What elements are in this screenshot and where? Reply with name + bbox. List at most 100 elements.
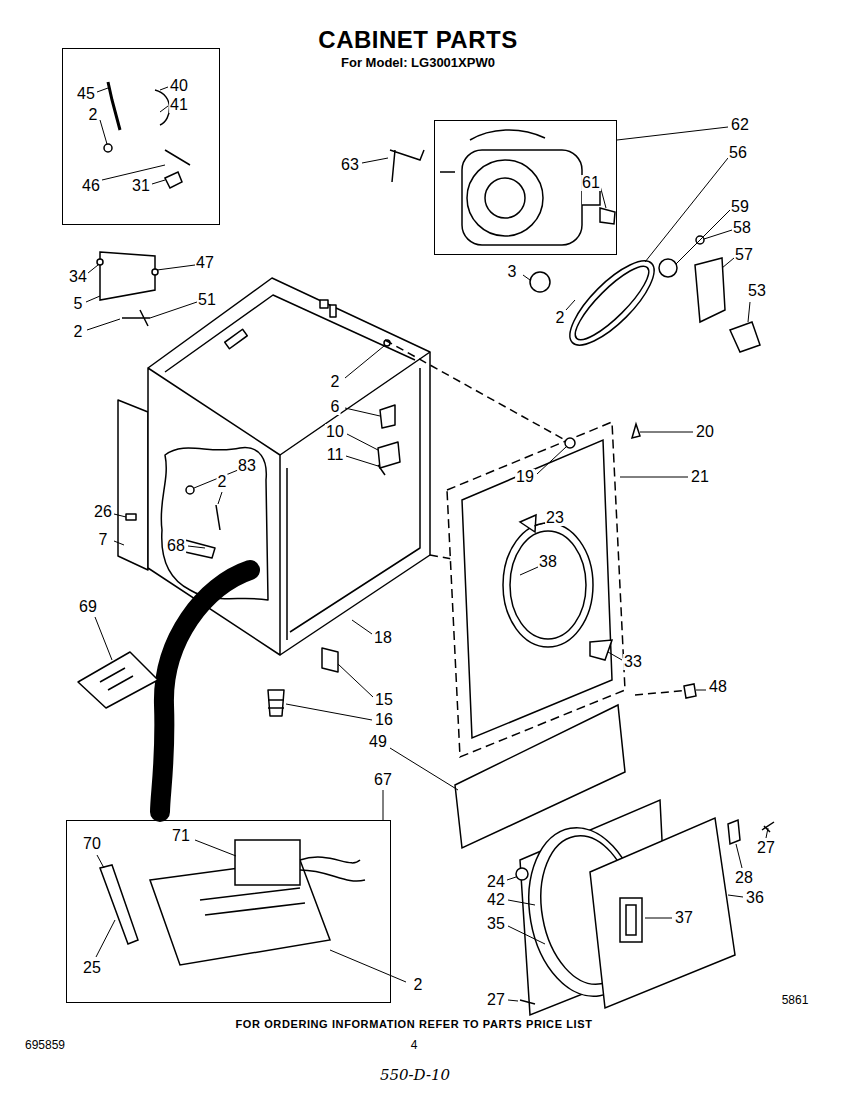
leader-line [96,790,406,982]
motor-drawing [390,150,424,182]
leader-line [345,346,693,477]
callout-number: 27 [756,840,776,856]
inset-frame: 717025 [66,820,391,1003]
motor-drawing [558,249,665,356]
front-panel-drawing [684,684,696,698]
callout-number: 19 [515,469,535,485]
leader-line [95,470,238,660]
inset-drawing [165,172,182,188]
cabinet-drawing [216,505,220,530]
cabinet-drawing [322,648,338,672]
callout-number: 67 [373,772,393,788]
motor-drawing [567,258,658,349]
inset-drawing [122,310,150,326]
inset-drawing [97,259,103,265]
cabinet-drawing [100,668,133,690]
leader-line [520,523,622,660]
front-panel-drawing [503,523,593,647]
callout-number: 56 [728,145,748,161]
callout-number: 42 [486,892,506,908]
motor-drawing [659,259,677,277]
callout-number: 31 [131,178,151,194]
leader-line [97,87,168,184]
callout-number: 63 [340,157,360,173]
front-panel-drawing [447,422,625,757]
front-panel-drawing [565,438,575,448]
callout-number: 48 [708,679,728,695]
cabinet-drawing [378,465,385,475]
inset-drawing [100,252,155,300]
front-panel-drawing [520,515,536,532]
inset-frame: 45404124631 [62,48,220,225]
cabinet-drawing [268,690,284,716]
document-number: 695859 [24,1039,66,1051]
cabinet-drawing [78,652,158,708]
callout-number: 25 [82,960,102,976]
callout-number: 11 [326,447,345,463]
inset-drawing [155,90,190,165]
ordering-note: FOR ORDERING INFORMATION REFER TO PARTS … [235,1019,594,1030]
motor-drawing [485,178,525,218]
callout-number: 37 [674,910,694,926]
callout-number: 27 [486,992,506,1008]
callout-number: 20 [695,424,715,440]
callout-number: 16 [374,712,394,728]
burner-drawing [235,840,300,885]
motor-drawing [730,322,760,352]
door-drawing [516,800,774,1015]
inset-frame: 61 [434,120,617,255]
callout-number: 35 [486,916,506,932]
cabinet-drawing [320,300,328,308]
callout-number: 7 [98,532,109,548]
callout-number: 15 [374,692,394,708]
callout-number: 83 [237,458,257,474]
callout-number: 33 [623,654,643,670]
callout-number: 41 [169,97,189,113]
callout-number: 68 [166,538,186,554]
callout-number: 58 [732,220,752,236]
callout-number: 2 [88,107,99,123]
cabinet-drawing [78,278,430,812]
callout-number: 69 [78,599,98,615]
callout-number: 21 [690,469,710,485]
callout-number: 45 [76,86,96,102]
cabinet-drawing [148,278,430,655]
burner-drawing [100,840,365,965]
door-drawing [516,868,528,880]
callout-number: 70 [82,836,102,852]
callout-number: 47 [195,255,215,271]
door-drawing [590,818,735,1008]
motor-drawing [600,208,615,224]
inset-drawing [108,82,120,130]
cabinet-drawing [225,329,248,348]
callout-number: 2 [330,374,341,390]
callout-number: 61 [581,175,601,191]
cabinet-drawing [268,700,284,708]
diagram-title: CABINET PARTS [317,28,518,52]
figure-number: 5861 [781,994,810,1006]
callout-number: 24 [486,874,506,890]
door-drawing [620,898,642,942]
callout-number: 53 [747,283,767,299]
callout-number: 2 [217,474,228,490]
callout-number: 6 [330,399,341,415]
door-drawing [520,1000,535,1004]
callout-number: 46 [81,178,101,194]
leader-line [86,265,197,330]
front-panel-drawing [385,340,696,848]
leader-line [507,828,768,1001]
handwritten-code: 550-D-10 [379,1068,451,1083]
callout-number: 28 [734,870,754,886]
cabinet-drawing [148,368,280,655]
callout-number: 51 [197,292,217,308]
callout-number: 49 [368,734,388,750]
callout-number: 18 [373,630,393,646]
front-panel-drawing [510,531,586,639]
page-number: 4 [410,1039,419,1051]
cabinet-drawing [330,305,336,317]
motor-drawing [467,160,543,236]
callout-number: 34 [68,269,88,285]
front-panel-drawing [462,440,612,738]
door-drawing [626,905,636,935]
